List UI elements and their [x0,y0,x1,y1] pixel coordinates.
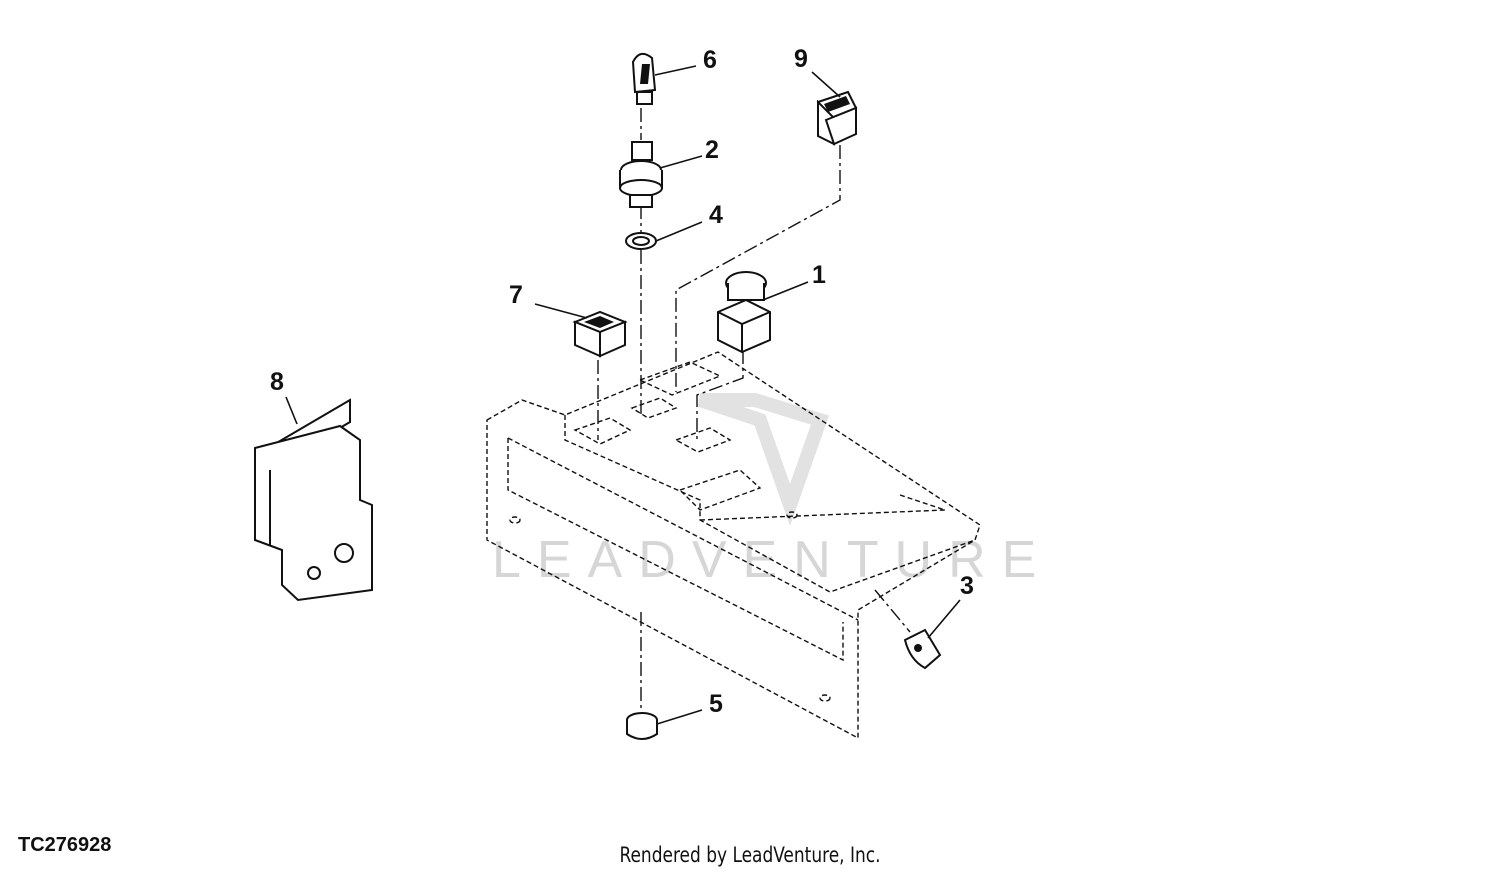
callout-8: 8 [270,368,284,396]
callout-3: 3 [960,572,974,600]
callout-labels: 1 2 3 4 5 6 7 8 9 [270,45,974,718]
watermark-text: LEADVENTURE [492,531,1052,589]
part-1-pto-switch [717,271,771,354]
callout-4: 4 [709,201,723,229]
callout-9: 9 [794,45,808,73]
leader-lines [285,65,961,725]
part-4-nut [625,232,657,250]
part-2-ignition-switch [619,141,663,208]
part-8-bracket [254,398,373,602]
footer-credit: Rendered by LeadVenture, Inc. [619,843,881,867]
figure-reference: TC276928 [18,834,112,856]
callout-5: 5 [709,690,723,718]
part-5-bushing [626,712,658,740]
part-7-indicator [572,310,628,358]
callout-7: 7 [509,281,523,309]
callout-1: 1 [812,261,826,289]
part-3-clip [903,628,942,670]
part-9-rocker-switch [816,90,858,146]
callout-2: 2 [705,136,719,164]
callout-6: 6 [703,46,717,74]
dash-panel [486,351,981,740]
watermark: LEADVENTURE [492,393,1052,589]
part-6-key [631,52,657,105]
